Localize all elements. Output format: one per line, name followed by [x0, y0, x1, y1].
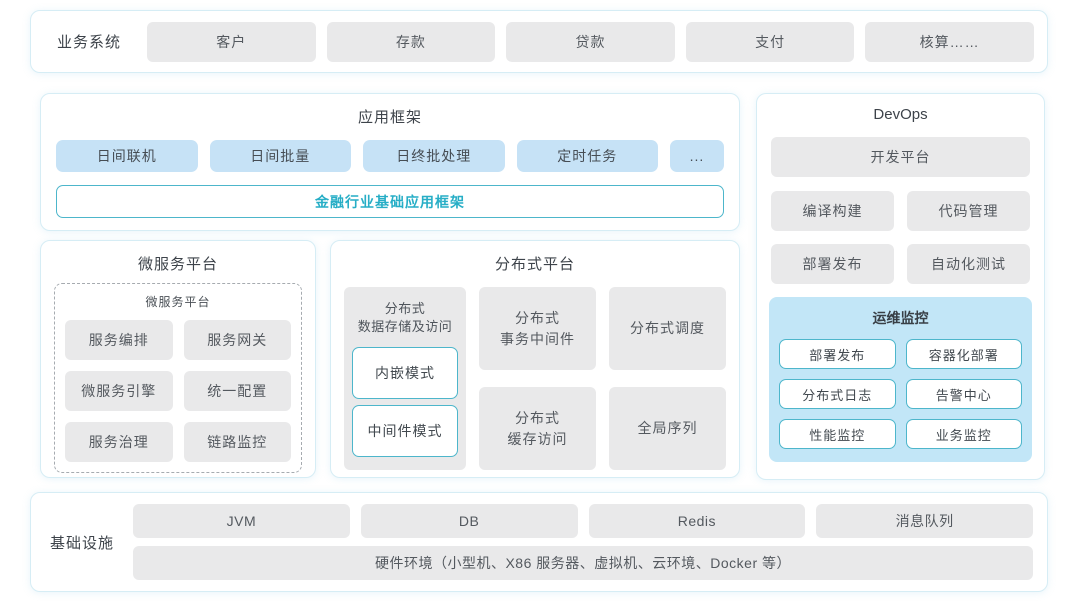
microservice-item-config: 统一配置 — [183, 371, 291, 411]
ops-monitoring-grid: 部署发布 容器化部署 分布式日志 告警中心 性能监控 业务监控 — [779, 339, 1022, 449]
distributed-cell-cache-access: 分布式 缓存访问 — [479, 387, 596, 470]
app-framework-item-scheduled-task: 定时任务 — [516, 140, 658, 172]
monitoring-item-business: 业务监控 — [905, 419, 1022, 449]
microservice-inner-title: 微服务平台 — [145, 295, 211, 309]
microservice-platform-panel: 微服务平台 微服务平台 服务编排 服务网关 微服务引擎 统一配置 服务治理 链路… — [40, 240, 316, 478]
monitoring-item-dist-log: 分布式日志 — [779, 379, 896, 409]
business-item-loan: 贷款 — [506, 21, 675, 62]
business-items-row: 客户 存款 贷款 支付 核算…… — [147, 21, 1047, 62]
microservice-item-orchestration: 服务编排 — [65, 320, 173, 360]
infrastructure-item-redis: Redis — [588, 504, 806, 538]
devops-item-deploy: 部署发布 — [771, 244, 894, 284]
devops-dev-platform: 开发平台 — [771, 137, 1030, 177]
distributed-grid: 分布式 数据存储及访问 内嵌模式 中间件模式 分布式 事务中间件 分布式 缓存访… — [344, 287, 726, 470]
infrastructure-item-jvm: JVM — [133, 504, 350, 538]
devops-item-auto-test: 自动化测试 — [907, 244, 1030, 284]
app-framework-item-daytime-batch: 日间批量 — [209, 140, 351, 172]
ops-monitoring-panel: 运维监控 部署发布 容器化部署 分布式日志 告警中心 性能监控 业务监控 — [769, 297, 1032, 462]
business-item-accounting: 核算…… — [865, 21, 1034, 62]
infrastructure-stack: JVM DB Redis 消息队列 硬件环境（小型机、X86 服务器、虚拟机、云… — [133, 504, 1047, 580]
monitoring-item-deploy: 部署发布 — [779, 339, 896, 369]
ops-monitoring-title: 运维监控 — [872, 310, 929, 326]
infrastructure-item-mq: 消息队列 — [816, 504, 1033, 538]
distributed-col-middle: 分布式 事务中间件 分布式 缓存访问 — [479, 287, 596, 470]
app-framework-item-daytime-online: 日间联机 — [56, 140, 198, 172]
infrastructure-row: JVM DB Redis 消息队列 — [133, 504, 1033, 538]
distributed-cell-global-sequence: 全局序列 — [609, 387, 726, 470]
distributed-platform-panel: 分布式平台 分布式 数据存储及访问 内嵌模式 中间件模式 分布式 事务中间件 分… — [330, 240, 740, 478]
monitoring-item-container: 容器化部署 — [905, 339, 1022, 369]
distributed-storage-label: 分布式 数据存储及访问 — [357, 301, 453, 335]
infrastructure-label: 基础设施 — [49, 534, 114, 552]
business-item-deposit: 存款 — [326, 21, 496, 62]
storage-mode-middleware: 中间件模式 — [352, 405, 458, 458]
microservice-inner-panel: 微服务平台 服务编排 服务网关 微服务引擎 统一配置 服务治理 链路监控 — [54, 283, 302, 473]
microservice-item-gateway: 服务网关 — [183, 320, 291, 360]
microservice-item-governance: 服务治理 — [65, 422, 173, 462]
app-framework-item-eod-batch: 日终批处理 — [363, 140, 505, 172]
monitoring-item-performance: 性能监控 — [779, 419, 896, 449]
devops-title: DevOps — [873, 106, 928, 123]
devops-panel: DevOps 开发平台 编译构建 代码管理 部署发布 自动化测试 运维监控 部署… — [756, 93, 1045, 480]
app-framework-item-more: ... — [670, 140, 724, 172]
business-item-customer: 客户 — [147, 21, 316, 62]
infrastructure-panel: 基础设施 JVM DB Redis 消息队列 硬件环境（小型机、X86 服务器、… — [30, 492, 1048, 592]
base-framework-bar: 金融行业基础应用框架 — [56, 185, 724, 218]
hardware-environment-bar: 硬件环境（小型机、X86 服务器、虚拟机、云环境、Docker 等） — [133, 546, 1033, 580]
distributed-platform-title: 分布式平台 — [494, 256, 575, 273]
app-framework-title: 应用框架 — [357, 109, 422, 126]
microservice-grid: 服务编排 服务网关 微服务引擎 统一配置 服务治理 链路监控 — [65, 320, 291, 462]
microservice-platform-title: 微服务平台 — [137, 256, 218, 273]
microservice-item-engine: 微服务引擎 — [65, 371, 173, 411]
business-item-payment: 支付 — [685, 21, 855, 62]
distributed-cell-scheduling: 分布式调度 — [609, 287, 726, 370]
app-framework-row: 日间联机 日间批量 日终批处理 定时任务 ... — [41, 140, 739, 172]
app-framework-panel: 应用框架 日间联机 日间批量 日终批处理 定时任务 ... 金融行业基础应用框架 — [40, 93, 740, 231]
business-systems-label: 业务系统 — [56, 34, 121, 51]
devops-item-code-mgmt: 代码管理 — [907, 191, 1030, 231]
microservice-item-tracing: 链路监控 — [183, 422, 291, 462]
devops-item-build: 编译构建 — [771, 191, 894, 231]
infrastructure-item-db: DB — [360, 504, 578, 538]
distributed-col-right: 分布式调度 全局序列 — [609, 287, 726, 470]
distributed-cell-transaction-middleware: 分布式 事务中间件 — [479, 287, 596, 370]
distributed-storage-box: 分布式 数据存储及访问 内嵌模式 中间件模式 — [344, 287, 466, 470]
monitoring-item-alert-center: 告警中心 — [905, 379, 1022, 409]
devops-grid: 编译构建 代码管理 部署发布 自动化测试 — [771, 191, 1030, 284]
storage-mode-embedded: 内嵌模式 — [352, 347, 458, 400]
business-systems-panel: 业务系统 客户 存款 贷款 支付 核算…… — [30, 10, 1048, 73]
